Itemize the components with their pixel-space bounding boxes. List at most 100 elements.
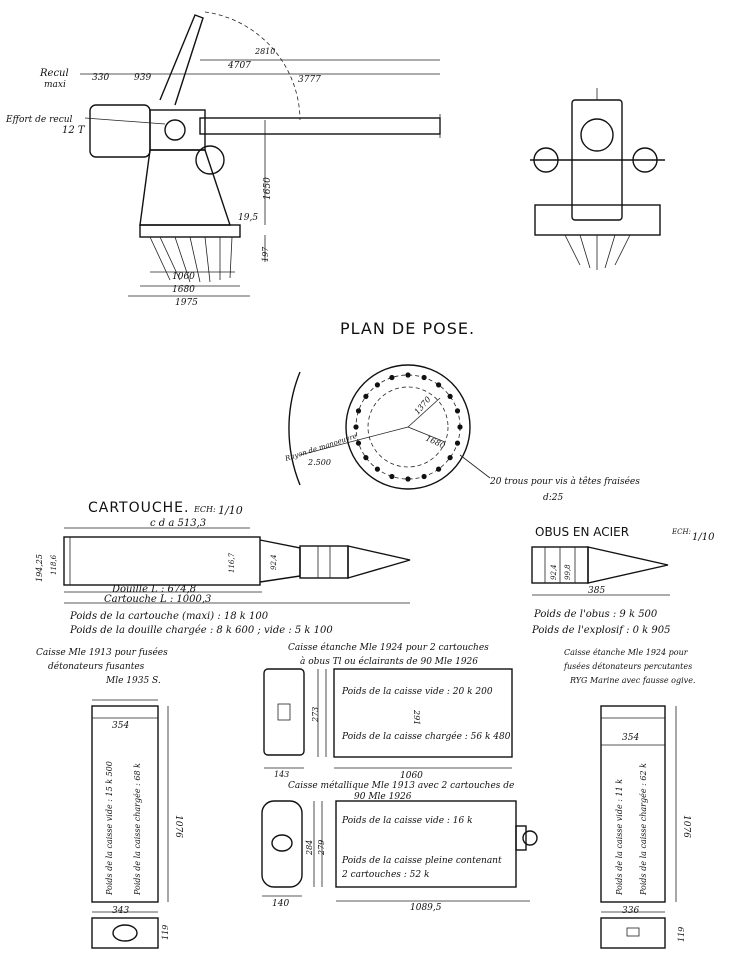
effort-label-2: 12 T xyxy=(62,125,86,136)
trous-note: 20 trous pour vis à têtes fraisées xyxy=(489,476,640,487)
dim-354-left: 354 xyxy=(112,721,129,731)
bolt-hole xyxy=(421,374,427,381)
recul-label-1: Recul xyxy=(39,68,69,79)
caisse-right-caption-3: RYG Marine avec fausse ogive. xyxy=(569,676,695,685)
dim-330: 330 xyxy=(92,73,109,83)
caisse-mid-top-chargee: Poids de la caisse chargée : 56 k 480 xyxy=(341,731,511,742)
dim-197: 197 xyxy=(261,246,270,262)
bolt-hole xyxy=(405,372,411,378)
dim-119-left: 119 xyxy=(161,925,170,940)
caisse-right-drawing xyxy=(600,705,677,949)
caisse-left-caption-3: Mle 1935 S. xyxy=(105,676,161,686)
dim-19-5: 19,5 xyxy=(238,213,258,223)
dim-119-right: 119 xyxy=(677,927,686,942)
bolt-hole xyxy=(447,455,453,461)
cartouche-length: Cartouche L : 1000,3 xyxy=(104,594,211,605)
dim-1680-plan: 1680 xyxy=(424,434,446,451)
caisse-left-vide: Poids de la caisse vide : 15 k 500 xyxy=(105,761,114,896)
dim-194: 194,25 xyxy=(35,554,44,582)
bolt-hole xyxy=(363,393,369,399)
dim-cda: c d a 513,3 xyxy=(150,518,206,529)
dim-1076-right: 1076 xyxy=(681,815,691,838)
dim-4707: 4707 xyxy=(227,61,251,71)
plan-de-pose-title: PLAN DE POSE. xyxy=(340,319,475,338)
caisse-mid-bot-pleine-2: 2 cartouches : 52 k xyxy=(341,870,429,880)
bolt-hole xyxy=(389,473,395,480)
dim-284: 284 xyxy=(305,840,314,856)
dim-arc: 2810 xyxy=(254,47,275,56)
dim-279: 279 xyxy=(317,840,326,856)
rayon-label-2: 2.500 xyxy=(307,458,331,467)
dim-1076-left: 1076 xyxy=(173,815,183,838)
caisse-mid-top-drawing xyxy=(263,668,513,769)
cartouche-poids: Poids de la cartouche (maxi) : 18 k 100 xyxy=(69,611,269,622)
dim-92-cart: 92,4 xyxy=(270,554,278,570)
caisse-mid-bot-pleine-1: Poids de la caisse pleine contenant xyxy=(341,856,502,866)
caisse-left-labels: 354 1076 343 119 Poids de la caisse vide… xyxy=(105,721,183,940)
dim-1680: 1680 xyxy=(172,285,195,295)
caisse-right-labels: 354 1076 336 119 Poids de la caisse vide… xyxy=(615,733,691,942)
dim-140: 140 xyxy=(272,899,289,909)
dim-116: 116,7 xyxy=(228,552,236,573)
dim-336-right: 336 xyxy=(622,906,639,916)
dim-99-obus: 99,8 xyxy=(564,564,572,580)
bolt-hole xyxy=(447,393,453,399)
caisse-right-chargee: Poids de la caisse chargée : 62 k xyxy=(639,763,648,896)
cartouche-title-text: CARTOUCHE. xyxy=(88,500,189,516)
caisse-left-caption-2: détonateurs fusantes xyxy=(48,661,145,672)
caisse-left-chargee: Poids de la caisse chargée : 68 k xyxy=(133,763,142,896)
caisse-mid-top-labels: 273 291 1060 143 Poids de la caisse vide… xyxy=(274,687,511,781)
trous-diameter: d:25 xyxy=(543,493,564,503)
bolt-hole xyxy=(363,455,369,461)
dim-343-left: 343 xyxy=(112,906,129,916)
bolt-hole xyxy=(436,466,442,472)
bolt-hole xyxy=(374,382,380,388)
gun-side-labels: Recul maxi Effort de recul 12 T 330 939 … xyxy=(5,47,321,308)
bolt-hole xyxy=(389,374,395,381)
caisse-left-caption: Caisse Mle 1913 pour fusées détonateurs … xyxy=(36,647,168,686)
bolt-hole xyxy=(421,473,427,480)
cartouche-title: CARTOUCHE. ECH: 1/10 xyxy=(88,500,243,517)
explosif-poids: Poids de l'explosif : 0 k 905 xyxy=(531,625,671,636)
cartouche-scale-label: ECH: xyxy=(193,505,216,514)
bolt-hole xyxy=(355,440,362,446)
obus-drawing xyxy=(531,546,670,596)
caisse-mid-bot-labels: 284 279 140 1089,5 Poids de la caisse vi… xyxy=(272,816,502,913)
caisse-left-caption-1: Caisse Mle 1913 pour fusées xyxy=(36,647,168,658)
bolt-hole xyxy=(353,424,359,430)
caisse-mid-top-caption: Caisse étanche Mle 1924 pour 2 cartouche… xyxy=(288,642,489,667)
caisse-right-vide: Poids de la caisse vide : 11 k xyxy=(615,779,624,896)
caisse-mid-bot-caption: Caisse métallique Mle 1913 avec 2 cartou… xyxy=(288,780,514,802)
dim-92-obus: 92,4 xyxy=(550,564,558,580)
bolt-holes xyxy=(353,372,463,482)
bolt-hole xyxy=(374,466,380,472)
obus-title-text: OBUS EN ACIER xyxy=(535,525,629,539)
douille-poids: Poids de la douille chargée : 8 k 600 ; … xyxy=(69,625,333,636)
obus-title: OBUS EN ACIER ECH: 1/10 xyxy=(535,525,715,543)
obus-scale: 1/10 xyxy=(692,532,715,543)
dim-1060-caisse: 1060 xyxy=(400,771,423,781)
caisse-mid-top-vide: Poids de la caisse vide : 20 k 200 xyxy=(341,687,493,697)
recul-label-2: maxi xyxy=(44,80,66,90)
caisse-mid-top-caption-2: à obus Tl ou éclairants de 90 Mle 1926 xyxy=(300,656,478,667)
bolt-hole xyxy=(454,440,461,446)
caisse-right-caption: Caisse étanche Mle 1924 pour fusées déto… xyxy=(563,648,695,685)
plan-de-pose-labels: Rayon de manoeuvre 2.500 1370 1680 20 tr… xyxy=(283,395,640,503)
dim-1650: 1650 xyxy=(263,177,273,200)
dim-143: 143 xyxy=(274,770,289,779)
caisse-right-caption-1: Caisse étanche Mle 1924 pour xyxy=(564,648,689,657)
dim-1060: 1060 xyxy=(172,272,195,282)
caisse-mid-top-caption-1: Caisse étanche Mle 1924 pour 2 cartouche… xyxy=(288,642,489,653)
dim-385: 385 xyxy=(588,586,605,596)
dim-3777: 3777 xyxy=(298,75,321,85)
cartouche-drawing xyxy=(63,527,411,604)
dim-1975: 1975 xyxy=(175,298,198,308)
effort-label-1: Effort de recul xyxy=(5,115,73,125)
dim-291-top: 291 xyxy=(412,709,421,725)
caisse-right-caption-2: fusées détonateurs percutantes xyxy=(563,662,692,671)
dim-939: 939 xyxy=(134,73,151,83)
dim-1089: 1089,5 xyxy=(410,903,442,913)
douille-length: Douille L : 674,8 xyxy=(111,584,196,595)
dim-354-right: 354 xyxy=(622,733,639,743)
bolt-hole xyxy=(457,424,463,430)
